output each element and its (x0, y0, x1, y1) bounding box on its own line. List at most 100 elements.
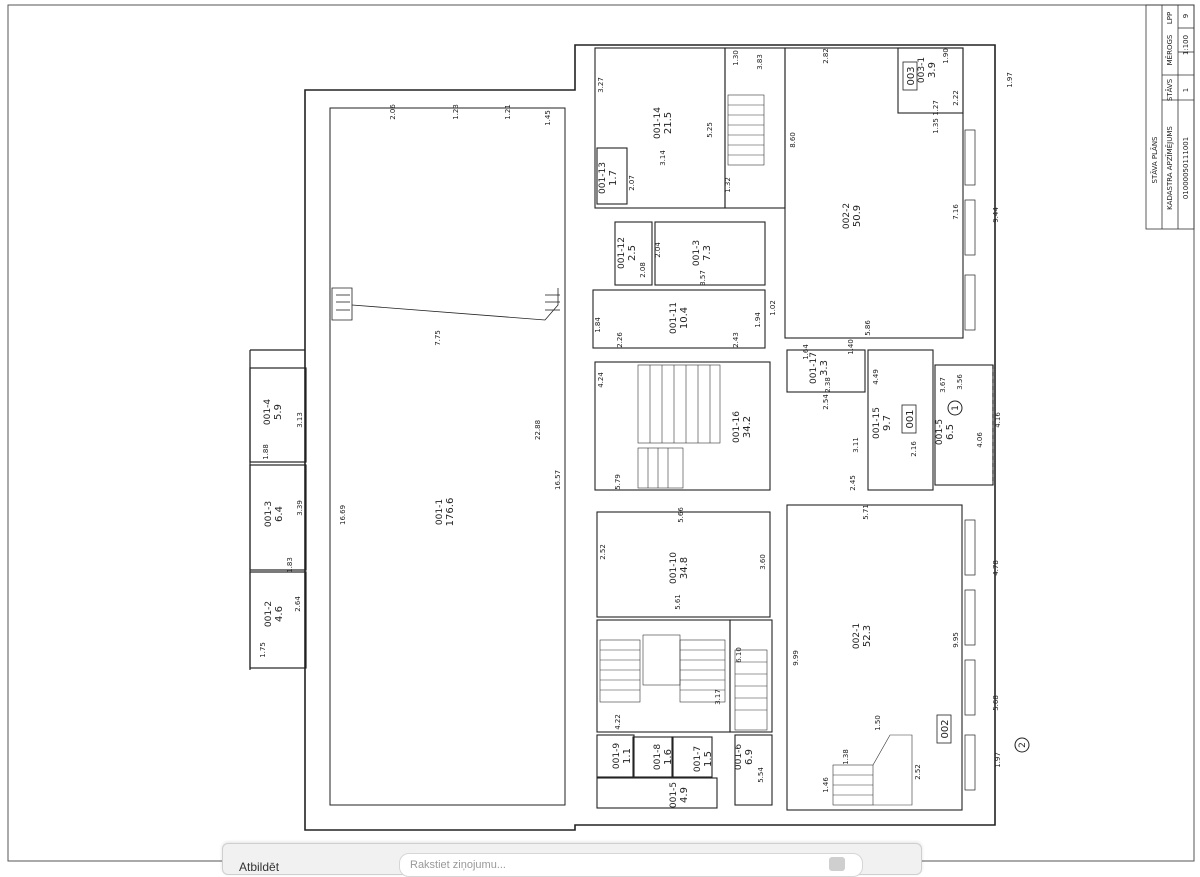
room-area-label: 7.3 (702, 245, 713, 261)
title-stavs-value: 1 (1182, 88, 1190, 92)
room-id-label: 001-10 (669, 552, 679, 584)
room-id-label: 003-1 (917, 57, 927, 83)
dimension-label: 2.16 (910, 441, 918, 457)
dimension-label: 1.94 (754, 312, 762, 328)
dimension-label: 1.45 (544, 110, 552, 126)
dimension-label: 4.78 (992, 560, 1000, 576)
room-area-label: 10.4 (679, 307, 690, 329)
room-id-label: 001-17 (809, 352, 819, 384)
title-block (1145, 4, 1195, 230)
room-id-label: 002-1 (852, 623, 862, 649)
dimension-label: 1.97 (994, 752, 1002, 768)
dimension-label: 16.57 (554, 470, 562, 490)
dimension-label: 2.45 (849, 475, 857, 491)
dimension-label: 4.06 (976, 432, 984, 448)
room-id-label: 001-12 (617, 237, 627, 269)
dimension-label: 2.26 (616, 332, 624, 348)
dimension-label: 2.52 (914, 764, 922, 780)
title-code: 01000050111001 (1182, 137, 1190, 199)
dimension-label: 2.38 (824, 377, 832, 393)
room-id-label: 001-16 (732, 411, 742, 443)
room-id-label: 001-7 (693, 746, 703, 772)
title-stavs-label: STĀVS (1165, 78, 1174, 101)
reply-bar: Atbildēt Rakstiet ziņojumu... (222, 843, 922, 877)
dimension-label: 2.04 (654, 242, 662, 258)
dimension-label: 5.71 (862, 504, 870, 520)
dimension-label: 2.64 (294, 596, 302, 612)
dimension-label: 2.07 (628, 175, 636, 191)
room-id-label: 001-5 (669, 782, 679, 808)
dimension-label: 7.75 (434, 330, 442, 346)
dimension-label: 5.79 (614, 474, 622, 490)
message-input[interactable]: Rakstiet ziņojumu... (399, 853, 863, 877)
dimension-label: 1.46 (822, 777, 830, 793)
dimension-label: 1.30 (732, 50, 740, 66)
dimension-label: 3.67 (939, 377, 947, 393)
room-id-label: 001-1 (435, 499, 445, 525)
dimension-label: 1.27 (932, 100, 940, 116)
dimension-label: 1.50 (874, 715, 882, 731)
unit-label-003: 003 (906, 66, 917, 85)
room-area-label: 34.8 (679, 557, 690, 579)
room-area-label: 176.6 (445, 498, 456, 527)
hall-stairs (331, 287, 560, 321)
dimension-label: 22.88 (534, 420, 542, 440)
exterior-walls (304, 44, 996, 831)
dimension-label: 9.99 (792, 650, 800, 666)
dimension-label: 5.25 (706, 122, 714, 138)
room-area-label: 6.4 (274, 506, 285, 522)
room-id-label: 001-3 (692, 240, 702, 266)
dimension-label: 1.88 (262, 444, 270, 460)
title-lpp-value: 9 (1182, 14, 1190, 18)
room-area-label: 5.9 (273, 404, 284, 420)
room-id-label: 001-3 (264, 501, 274, 527)
room-area-label: 2.5 (627, 245, 638, 261)
room-area-label: 21.5 (663, 112, 674, 134)
dimension-label: 3.83 (756, 54, 764, 70)
dimension-label: 1.83 (286, 557, 294, 573)
room-area-label: 9.7 (882, 415, 893, 431)
room-area-label: 1.6 (663, 749, 674, 765)
dimension-label: 1.38 (842, 749, 850, 765)
dimension-label: 2.22 (952, 90, 960, 106)
dimension-label: 1.84 (594, 317, 602, 333)
room-id-label: 001-5 (935, 419, 945, 445)
dimension-label: 5.86 (864, 320, 872, 336)
drawing-frame (7, 4, 1195, 862)
room-area-label: 34.2 (742, 416, 753, 438)
room-area-label: 1.5 (703, 751, 714, 767)
title-merogs-label: MĒROGS (1165, 34, 1174, 65)
room-id-label: 001-13 (598, 162, 608, 194)
dimension-label: 4.22 (614, 714, 622, 730)
room-area-label: 4.6 (274, 606, 285, 622)
dimension-label: 3.57 (699, 270, 707, 286)
entrance-number-1: 1 (951, 405, 961, 411)
dimension-label: 3.11 (852, 437, 860, 453)
room-id-label: 002-2 (842, 203, 852, 229)
dimension-label: 4.49 (872, 369, 880, 385)
dimension-label: 8.60 (789, 132, 797, 148)
room-id-label: 001-15 (872, 407, 882, 439)
title-cadastre: KADASTRA APZĪMĒJUMS (1165, 126, 1174, 210)
dimension-label: 1.40 (847, 339, 855, 355)
dimension-label: 2.82 (822, 48, 830, 64)
title-heading: STĀVA PLĀNS (1150, 136, 1159, 184)
room-id-label: 001-8 (653, 744, 663, 770)
room-id-label: 001-6 (734, 744, 744, 770)
dimension-label: 3.60 (759, 554, 767, 570)
dimension-label: 5.61 (674, 594, 682, 610)
dimension-label: 5.68 (992, 695, 1000, 711)
dimension-labels: 7.7522.8816.5716.693.131.883.391.832.641… (259, 48, 1014, 793)
dimension-label: 2.06 (389, 104, 397, 120)
unit-labels (901, 61, 952, 744)
dimension-label: 2.43 (732, 332, 740, 348)
dimension-label: 2.08 (639, 262, 647, 278)
dimension-label: 1.32 (724, 177, 732, 193)
room-area-label: 1.1 (622, 748, 633, 764)
reply-action[interactable]: Atbildēt (239, 860, 280, 874)
dimension-label: 7.16 (952, 204, 960, 220)
send-icon[interactable] (829, 857, 845, 871)
title-merogs-value: 1:100 (1182, 35, 1190, 55)
entrance-number-2: 2 (1018, 742, 1028, 748)
